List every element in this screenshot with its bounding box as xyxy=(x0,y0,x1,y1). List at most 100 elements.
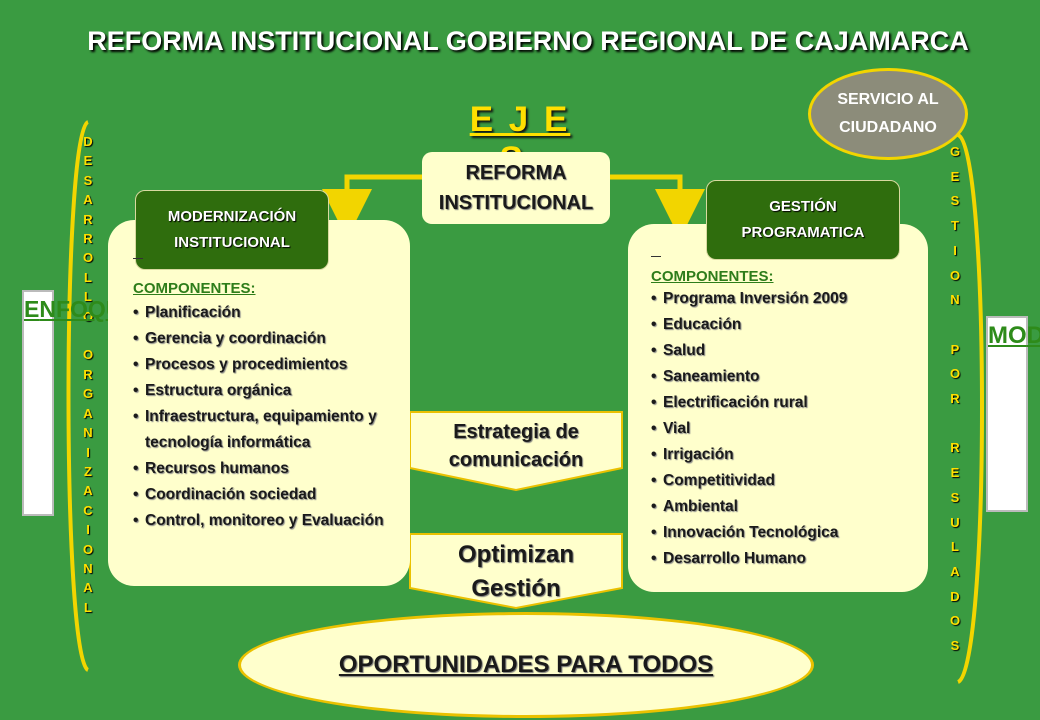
component-item: Coordinación sociedad xyxy=(133,482,418,508)
enfoque-letter: E xyxy=(24,296,40,322)
desarrollo-organizacional-letter: L xyxy=(84,599,92,615)
right-arc xyxy=(956,133,984,684)
component-item: Planificación xyxy=(133,300,418,326)
optimizan-line-2: Gestión xyxy=(471,575,561,602)
desarrollo-organizacional-letter: L xyxy=(84,269,92,285)
component-item: Programa Inversión 2009 xyxy=(651,286,921,312)
modernizacion-header-line-2: INSTITUCIONAL xyxy=(174,234,290,251)
optimizan-line-1: Optimizan xyxy=(457,541,574,568)
optimizan-arrow-shape xyxy=(409,533,623,610)
enfoque-letter: Q xyxy=(87,296,106,322)
component-item: Irrigación xyxy=(651,442,921,468)
gestion-por-resultados-letter: O xyxy=(949,613,961,629)
desarrollo-organizacional-letter: O xyxy=(82,541,94,557)
left-components-list: PlanificaciónGerencia y coordinaciónProc… xyxy=(133,300,418,534)
gestion-por-resultados-letter: O xyxy=(949,366,961,382)
oportunidades-text: OPORTUNIDADES PARA TODOS xyxy=(338,651,714,678)
gestion-por-resultados-letter: E xyxy=(950,168,960,184)
servicio-line-1: SERVICIO AL xyxy=(837,91,939,108)
desarrollo-organizacional-letter: Z xyxy=(84,463,92,479)
desarrollo-organizacional-letter: O xyxy=(82,308,94,324)
connector-to-right xyxy=(610,174,705,239)
component-item: Control, monitoreo y Evaluación xyxy=(133,508,418,534)
oportunidades-oval: OPORTUNIDADES PARA TODOS xyxy=(238,612,814,718)
estrategia-comunicacion: Estrategia de comunicación xyxy=(410,418,622,474)
gestion-por-resultados-letter: E xyxy=(950,465,960,481)
enfoque-letter: N xyxy=(39,296,56,322)
gestion-por-resultados-letter: S xyxy=(950,638,960,654)
right-panel-dash xyxy=(651,256,661,257)
desarrollo-organizacional-letter xyxy=(78,326,98,345)
modelo-box: MODELO xyxy=(986,316,1040,512)
page-title: REFORMA INSTITUCIONAL GOBIERNO REGIONAL … xyxy=(87,26,969,56)
optimizan-gestion: Optimizan Gestión xyxy=(410,538,622,606)
connector-to-left xyxy=(322,174,422,239)
gestion-header: GESTIÓN PROGRAMATICA xyxy=(706,180,900,260)
desarrollo-organizacional-letter: S xyxy=(83,172,93,188)
left-arc xyxy=(66,120,90,672)
desarrollo-organizacional-letter: R xyxy=(83,366,93,382)
enfoque-box: ENFOQUE xyxy=(22,290,138,516)
gestion-por-resultados-letter: S xyxy=(950,489,960,505)
desarrollo-organizacional-letter: G xyxy=(82,386,94,402)
component-item: Electrificación rural xyxy=(651,390,921,416)
gestion-header-line-2: PROGRAMATICA xyxy=(741,224,865,241)
servicio-line-2: CIUDADANO xyxy=(839,119,937,136)
gestion-por-resultados-letter: O xyxy=(949,267,961,283)
enfoque-letter: F xyxy=(55,296,71,322)
gestion-por-resultados-letter xyxy=(945,313,965,338)
estrategia-line-2: comunicación xyxy=(448,449,584,471)
left-components: COMPONENTES: PlanificaciónGerencia y coo… xyxy=(133,280,418,534)
gestion-por-resultados-letter: G xyxy=(949,144,961,159)
gestion-por-resultados-letter: P xyxy=(950,341,960,357)
left-components-label: COMPONENTES: xyxy=(133,280,256,297)
gestion-por-resultados-letter: L xyxy=(951,539,959,555)
servicio-ciudadano-bubble: SERVICIO AL CIUDADANO xyxy=(808,68,968,160)
gestion-por-resultados-letter: N xyxy=(950,292,960,308)
desarrollo-organizacional-letter: O xyxy=(82,250,94,266)
desarrollo-organizacional-letter: O xyxy=(82,347,94,363)
gestion-por-resultados-letter: I xyxy=(953,242,957,258)
component-item: Infraestructura, equipamiento y tecnolog… xyxy=(133,404,418,456)
component-item: Procesos y procedimientos xyxy=(133,352,418,378)
component-item: Competitividad xyxy=(651,468,921,494)
component-item: Gerencia y coordinación xyxy=(133,326,418,352)
gestion-por-resultados-letter: D xyxy=(950,588,960,604)
desarrollo-organizacional-letter: A xyxy=(83,580,93,596)
desarrollo-organizacional-letter: A xyxy=(83,483,93,499)
gestion-por-resultados-letter: U xyxy=(950,514,960,530)
estrategia-line-1: Estrategia de xyxy=(453,421,579,443)
desarrollo-organizacional-letter: R xyxy=(83,231,93,247)
gestion-por-resultados-letter: T xyxy=(951,218,959,234)
reforma-line-2: INSTITUCIONAL xyxy=(438,192,594,214)
enfoque-letter: O xyxy=(70,296,88,322)
gestion-por-resultados-letter: S xyxy=(950,193,960,209)
component-item: Salud xyxy=(651,338,921,364)
modernizacion-header-line-1: MODERNIZACIÓN xyxy=(167,208,297,225)
desarrollo-organizacional-letter: I xyxy=(86,444,90,460)
desarrollo-organizacional-letter: A xyxy=(83,405,93,421)
component-item: Educación xyxy=(651,312,921,338)
modelo-letter: D xyxy=(1026,322,1040,349)
desarrollo-organizacional-letter: I xyxy=(86,522,90,538)
desarrollo-organizacional-letter: R xyxy=(83,211,93,227)
component-item: Saneamiento xyxy=(651,364,921,390)
desarrollo-organizacional-letter: A xyxy=(83,192,93,208)
right-components-list: Programa Inversión 2009EducaciónSaludSan… xyxy=(651,286,921,572)
component-item: Desarrollo Humano xyxy=(651,546,921,572)
reforma-line-1: REFORMA xyxy=(465,162,567,184)
modernizacion-header: MODERNIZACIÓN INSTITUCIONAL xyxy=(135,190,329,270)
left-panel-dash xyxy=(133,258,143,259)
desarrollo-organizacional-letter: N xyxy=(83,425,93,441)
gestion-por-resultados-letter: R xyxy=(950,391,960,407)
desarrollo-organizacional-letter: N xyxy=(83,560,93,576)
gestion-header-line-1: GESTIÓN xyxy=(769,198,837,215)
desarrollo-organizacional-letter: L xyxy=(84,289,92,305)
component-item: Estructura orgánica xyxy=(133,378,418,404)
component-item: Innovación Tecnológica xyxy=(651,520,921,546)
desarrollo-organizacional-letter: E xyxy=(83,153,93,169)
